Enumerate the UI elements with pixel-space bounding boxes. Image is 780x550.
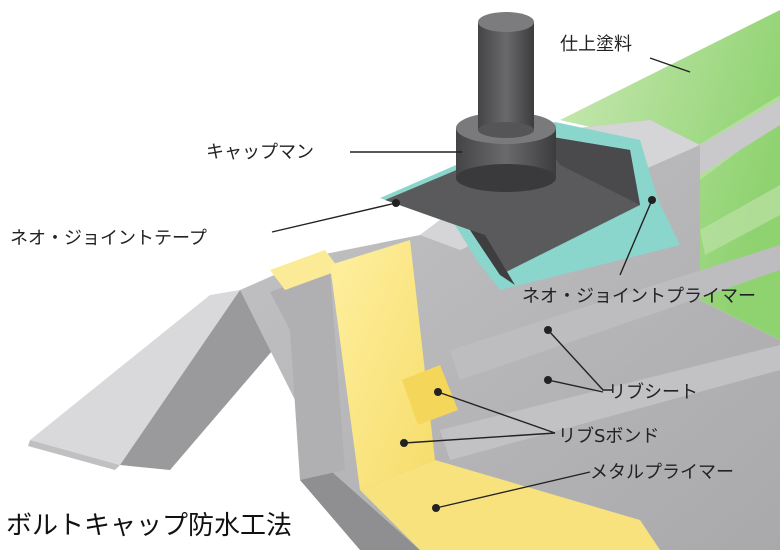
label-capman: キャップマン <box>206 142 314 163</box>
leader-rib-sheet-dot-a <box>544 326 552 334</box>
label-metal-primer: メタルプライマー <box>590 462 734 483</box>
leader-rib-s-bond-b <box>403 432 556 444</box>
leader-rib-sheet-a <box>547 329 612 391</box>
leader-metal-primer-dot <box>432 504 440 512</box>
leader-joint-primer <box>619 199 653 276</box>
metal-panel-left <box>28 290 290 470</box>
leader-finish-coat <box>649 57 691 73</box>
leader-joint-primer-dot <box>648 196 656 204</box>
leader-rib-s-bond-dot-b <box>400 439 408 447</box>
diagram-title: ボルトキャップ防水工法 <box>6 511 292 541</box>
leader-joint-tape <box>271 202 397 233</box>
label-rib-sheet: リブシート <box>608 381 698 403</box>
rib-s-bond-layer <box>270 240 660 550</box>
leader-joint-tape-dot <box>392 199 400 207</box>
leader-rib-s-bond-a <box>437 391 556 434</box>
leader-metal-primer <box>435 471 591 509</box>
label-finish-coat: 仕上塗料 <box>560 33 632 55</box>
leader-rib-sheet-dot-b <box>544 376 552 384</box>
capman-cap <box>385 135 640 285</box>
leader-lines <box>271 57 691 512</box>
label-joint-primer: ネオ・ジョイントプライマー <box>522 286 756 307</box>
leader-rib-sheet-b <box>547 379 604 393</box>
label-joint-tape: ネオ・ジョイントテープ <box>10 228 207 249</box>
label-rib-s-bond: リブSボンド <box>558 425 659 447</box>
bolt-icon <box>456 12 556 192</box>
leader-rib-s-bond-dot-a <box>434 388 442 396</box>
